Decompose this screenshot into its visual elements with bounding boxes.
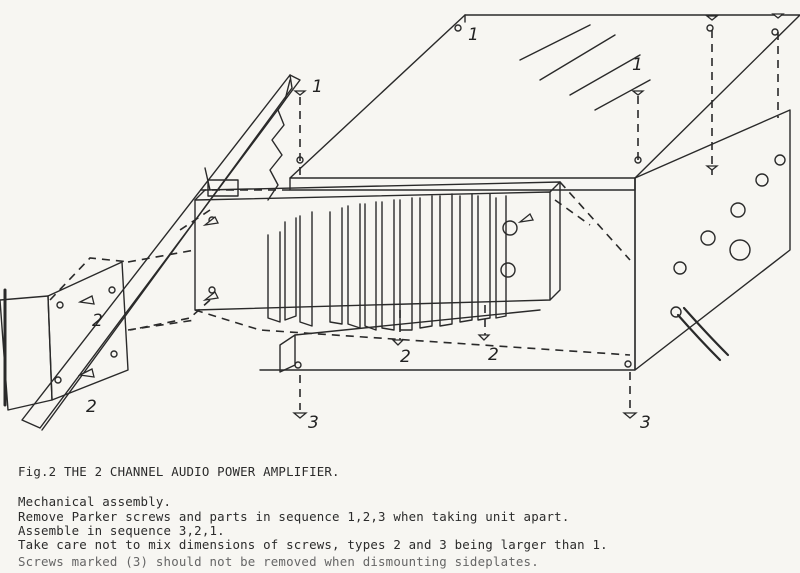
callout-1-top-cover: 1 — [468, 25, 479, 45]
callout-3-left: 3 — [308, 413, 319, 433]
callout-1-left: 1 — [312, 77, 323, 97]
screws — [77, 13, 785, 419]
front-panel — [259, 109, 791, 371]
figure-title: Fig.2 THE 2 CHANNEL AUDIO POWER AMPLIFIE… — [18, 464, 340, 479]
caption-line-3: Assemble in sequence 3,2,1. — [18, 523, 225, 538]
callout-2-chassis-left: 2 — [400, 347, 411, 367]
callout-2-bracket-top: 2 — [92, 311, 103, 331]
callout-3-right: 3 — [640, 413, 651, 433]
break-line — [267, 79, 291, 201]
caption-line-2: Remove Parker screws and parts in sequen… — [18, 509, 570, 524]
left-side-plate — [21, 74, 301, 431]
callout-2-chassis-right: 2 — [488, 345, 499, 365]
assembly-guide-lines — [49, 30, 779, 410]
caption-line-1: Mechanical assembly. — [18, 494, 172, 509]
caption-line-4: Take care not to mix dimensions of screw… — [18, 537, 608, 552]
callout-1-right: 1 — [632, 55, 643, 75]
caption-line-5: Screws marked (3) should not be removed … — [18, 554, 539, 569]
heatsink-module — [194, 167, 561, 331]
rear-bracket — [0, 261, 129, 411]
exploded-assembly-drawing: 1 1 1 2 2 2 2 3 3 — [0, 13, 800, 433]
callout-2-bracket-bottom: 2 — [86, 397, 97, 417]
bottom-chassis — [279, 309, 632, 373]
top-cover — [289, 14, 800, 191]
